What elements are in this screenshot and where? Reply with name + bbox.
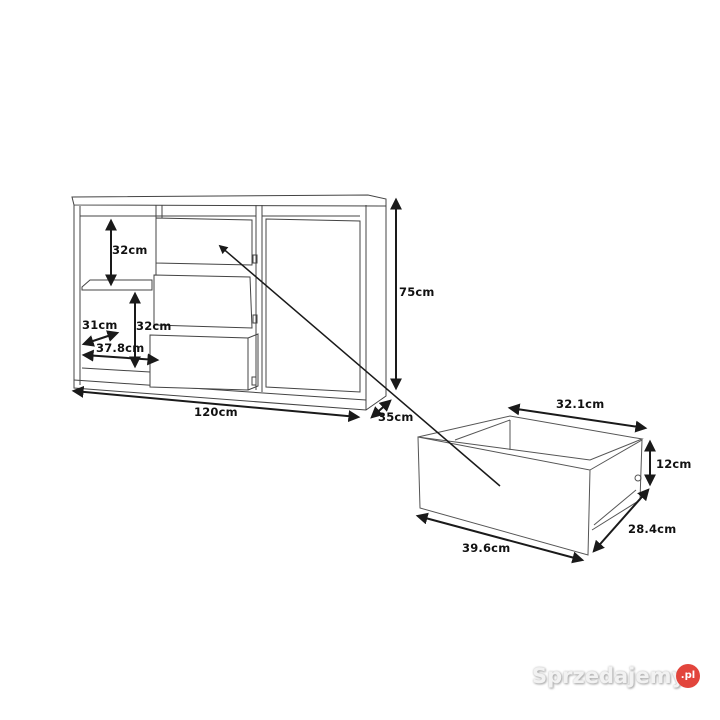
shelf-upper-height-label: 32cm (112, 243, 148, 257)
shelf-width-label: 37.8cm (96, 341, 145, 355)
cabinet-drawing (71, 194, 387, 411)
drawer-front-width-label: 39.6cm (462, 541, 511, 555)
watermark-text: Sprzedajemy (532, 664, 686, 688)
drawer-height-label: 12cm (656, 457, 692, 471)
cabinet-height-label: 75cm (399, 285, 435, 299)
shelf-depth-label: 31cm (82, 318, 118, 332)
drawer-back-width-label: 32.1cm (556, 397, 605, 411)
drawer-depth-label: 28.4cm (628, 522, 677, 536)
dimension-arrows (71, 197, 656, 564)
cabinet-width-label: 120cm (194, 405, 238, 419)
watermark-badge: .pl (676, 664, 700, 688)
cabinet-depth-label: 35cm (378, 410, 414, 424)
shelf-lower-height-label: 32cm (136, 319, 172, 333)
